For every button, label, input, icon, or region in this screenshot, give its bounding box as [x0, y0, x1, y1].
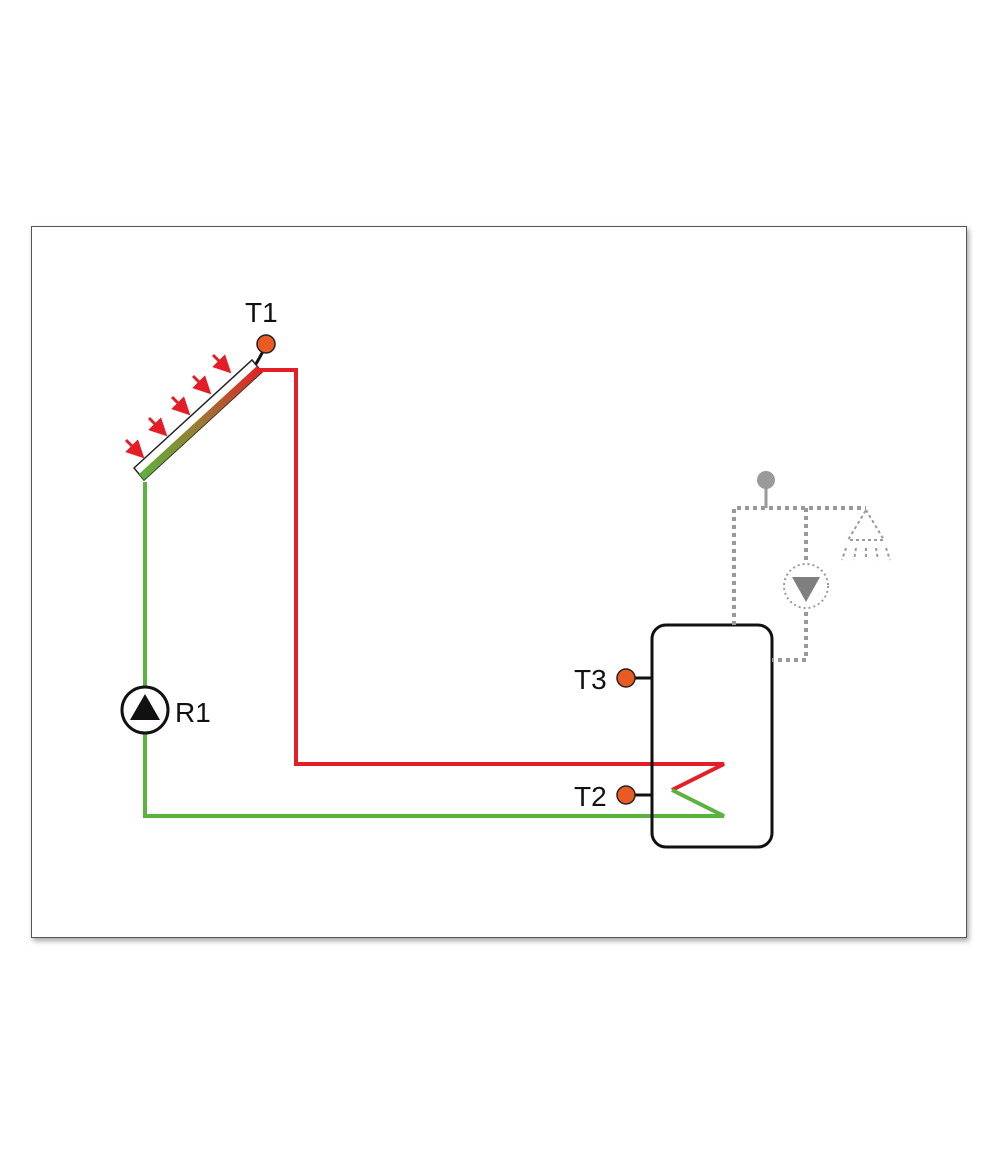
- hot-flow-line: [257, 368, 725, 792]
- sensor-icon: [757, 471, 775, 489]
- sun-arrow-icon: [211, 353, 232, 374]
- solar-collector-icon: [132, 358, 264, 482]
- sensor-t1-label: T1: [245, 297, 278, 328]
- pump-r1-label: R1: [175, 697, 211, 728]
- pump-r1: [120, 685, 170, 735]
- sun-arrow-icon: [191, 374, 212, 395]
- circulation-pump-icon: [783, 563, 829, 609]
- circulation-return-line: [772, 508, 808, 662]
- storage-tank-icon: [650, 623, 774, 849]
- sun-arrow-icon: [124, 438, 145, 459]
- sensor-t3-label: T3: [574, 664, 607, 695]
- sun-arrow-icon: [147, 416, 168, 437]
- sensor-t1-icon: [256, 334, 276, 354]
- mixing-valve-sensor: [757, 471, 775, 508]
- sensor-t2-icon: [616, 785, 636, 805]
- shower-icon: [841, 508, 891, 561]
- sun-rays: [124, 353, 232, 459]
- sensor-t2-label: T2: [574, 781, 607, 812]
- sun-arrow-icon: [170, 395, 191, 416]
- cold-return-line: [143, 482, 725, 818]
- sensor-t3-icon: [616, 668, 636, 688]
- sensor-t2: [616, 785, 652, 805]
- sensor-t1: [254, 334, 276, 365]
- sensor-t3: [616, 668, 652, 688]
- hot-water-circuit: [732, 506, 866, 662]
